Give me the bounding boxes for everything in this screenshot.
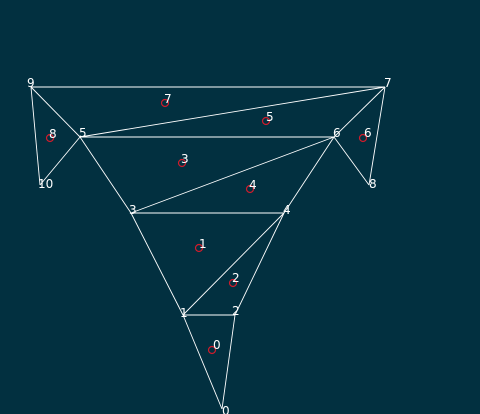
vertex-label-7: 7 bbox=[384, 76, 392, 90]
edge-3-6 bbox=[130, 136, 335, 214]
face-label-5: 5 bbox=[266, 110, 274, 124]
edge-5-3 bbox=[79, 136, 132, 214]
centroid-marker-4 bbox=[245, 184, 255, 194]
edges bbox=[30, 86, 386, 410]
vertex-label-4: 4 bbox=[283, 203, 291, 217]
face-label-3: 3 bbox=[181, 152, 189, 166]
centroid-marker-1 bbox=[194, 243, 204, 253]
edge-5-7 bbox=[79, 86, 386, 138]
centroid-marker-7 bbox=[160, 98, 170, 108]
centroid-marker-8 bbox=[45, 133, 55, 143]
centroid-marker-2 bbox=[228, 278, 238, 288]
edge-7-8 bbox=[368, 86, 386, 186]
edge-9-10 bbox=[30, 86, 41, 186]
centroid-marker-5 bbox=[261, 116, 271, 126]
face-label-1: 1 bbox=[199, 237, 207, 251]
vertex-label-2: 2 bbox=[232, 304, 240, 318]
vertex-label-10: 10 bbox=[38, 177, 53, 191]
vertex-label-6: 6 bbox=[333, 126, 341, 140]
face-label-2: 2 bbox=[232, 271, 240, 285]
face-label-4: 4 bbox=[249, 178, 257, 192]
edge-4-2 bbox=[234, 212, 285, 316]
vertex-label-0: 0 bbox=[222, 404, 230, 414]
centroid-marker-6 bbox=[358, 133, 368, 143]
face-label-8: 8 bbox=[49, 127, 57, 141]
edge-6-8 bbox=[333, 136, 370, 186]
edge-1-0 bbox=[182, 314, 223, 410]
vertex-label-9: 9 bbox=[27, 76, 35, 90]
vertex-labels: 0 1 2 3 4 5 6 7 8 9 10 bbox=[27, 76, 392, 414]
centroid-marker-3 bbox=[177, 158, 187, 168]
face-label-0: 0 bbox=[213, 338, 221, 352]
vertex-label-3: 3 bbox=[129, 203, 137, 217]
face-label-7: 7 bbox=[164, 92, 172, 106]
centroid-markers bbox=[45, 98, 368, 355]
vertex-label-1: 1 bbox=[180, 306, 188, 320]
edge-9-5 bbox=[30, 86, 81, 138]
vertex-label-8: 8 bbox=[369, 177, 377, 191]
edge-3-1 bbox=[130, 212, 184, 316]
edge-4-6 bbox=[283, 136, 335, 214]
vertex-label-5: 5 bbox=[79, 126, 87, 140]
face-labels: 0 1 2 3 4 5 6 7 8 bbox=[49, 92, 372, 352]
edge-2-0 bbox=[221, 314, 236, 410]
edge-1-4 bbox=[182, 212, 285, 316]
edge-6-7 bbox=[333, 86, 386, 138]
face-label-6: 6 bbox=[364, 126, 372, 140]
edge-10-5 bbox=[39, 136, 81, 186]
centroid-marker-0 bbox=[207, 345, 217, 355]
